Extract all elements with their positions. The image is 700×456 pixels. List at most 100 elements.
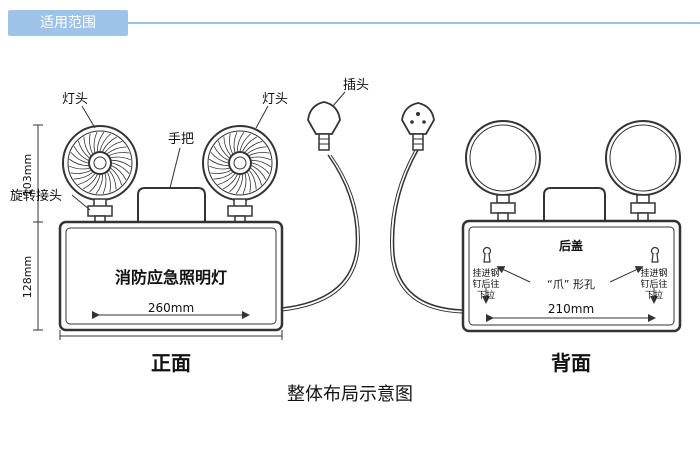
section-header: 适用范围 — [0, 10, 700, 36]
lamp-fan-line — [217, 140, 230, 159]
lamp-fan-line — [102, 136, 118, 152]
back-plug-shape — [401, 102, 435, 135]
lamp-fan-line — [68, 165, 90, 170]
lamp-fan-line — [229, 133, 233, 154]
lamp-fan-line — [242, 173, 247, 195]
hang-note-right-1: 挂进钢 — [640, 267, 667, 279]
lamp-fan-line — [249, 152, 270, 156]
lamp-fan-line — [73, 172, 93, 180]
lamp-fan-line — [247, 146, 267, 154]
lamp-fan-line — [249, 170, 257, 190]
back-cable — [392, 149, 464, 311]
dim-height-bottom: 128mm — [21, 256, 34, 298]
lamp-fan-line — [110, 156, 132, 161]
lamp-fan-line — [250, 156, 272, 161]
lamp-head-right-label: 灯头 — [262, 92, 288, 107]
lamp-fan-line — [69, 158, 89, 167]
keyhole-left-icon — [482, 246, 492, 263]
lamp-fan-line — [77, 173, 96, 186]
lamp-fan-line — [210, 152, 229, 164]
lamp-fan-line — [250, 167, 263, 186]
lamp-fan-line — [107, 146, 127, 154]
lamp-fan-line — [99, 133, 111, 152]
back-body-box — [461, 219, 682, 333]
back-ring-left-shape — [465, 120, 541, 222]
lamp-fan-line — [223, 136, 231, 156]
lamp-fan-line — [111, 165, 127, 181]
lamp-fan-line — [109, 152, 130, 156]
front-body-label: 消防应急照明灯 — [115, 268, 227, 287]
lamp-fan-line — [73, 145, 89, 161]
section-tab-label: 适用范围 — [40, 15, 96, 31]
section-tab: 适用范围 — [8, 10, 128, 36]
front-body-box — [58, 220, 284, 332]
front-plug-shape — [307, 101, 341, 135]
lamp-fan-line — [70, 152, 89, 164]
front-cable — [281, 154, 358, 309]
dim-height-top: 103mm — [21, 154, 34, 196]
lamp-fan-line — [251, 165, 267, 181]
lamp-fan-line — [102, 173, 107, 195]
back-view-label: 背面 — [551, 351, 591, 375]
plug-label: 插头 — [343, 78, 369, 93]
lamp-fan-line — [233, 131, 238, 153]
lamp-fan-line — [251, 162, 270, 174]
lamp-fan-line — [236, 132, 245, 152]
rotary-joint-label: 旋转接头 — [10, 188, 62, 204]
back-view — [390, 102, 682, 333]
lamp-fan-line — [89, 133, 93, 154]
lamp-fan-line — [242, 136, 258, 152]
lamp-fan-line — [111, 162, 130, 174]
diagram-caption: 整体布局示意图 — [287, 384, 413, 405]
back-handle-shape — [543, 187, 606, 222]
lamp-fan-line — [229, 174, 241, 193]
claw-hole-label: “爪” 形孔 — [547, 278, 595, 291]
lamp-fan-line — [96, 132, 105, 152]
lamp-fan-line — [210, 170, 231, 174]
back-dim-width: 210mm — [548, 302, 594, 316]
lamp-fan-line — [83, 136, 91, 156]
front-view — [58, 101, 360, 332]
handle-shape — [137, 187, 206, 222]
handle-label: 手把 — [168, 132, 194, 147]
lamp-fan-line — [244, 140, 263, 153]
rear-cover-label: 后盖 — [559, 238, 583, 253]
lamp-fan-line — [222, 174, 238, 190]
hang-note-right-3: 下拉 — [645, 289, 663, 301]
lamp-fan-line — [95, 174, 104, 194]
lamp-fan-line — [239, 133, 251, 152]
lamp-head-right-shape — [202, 125, 278, 223]
hang-note-left-3: 下拉 — [477, 289, 495, 301]
lamp-fan-line — [70, 170, 91, 174]
lamp-fan-line — [82, 174, 98, 190]
lamp-fan-line — [235, 174, 244, 194]
header-divider — [128, 22, 700, 24]
lamp-fan-line — [93, 131, 98, 153]
lamp-fan-line — [213, 172, 233, 180]
lamp-fan-line — [77, 140, 90, 159]
lamp-fan-line — [208, 165, 230, 170]
lamp-fan-line — [109, 170, 117, 190]
lamp-fan-line — [251, 159, 271, 168]
lamp-fan-line — [89, 174, 101, 193]
front-dimensions — [33, 124, 283, 340]
lamp-fan-line — [213, 145, 229, 161]
lamp-fan-line — [247, 172, 251, 193]
front-view-label: 正面 — [151, 351, 191, 375]
lamp-fan-line — [104, 140, 123, 153]
lamp-fan-line — [107, 172, 111, 193]
lamp-head-left-label: 灯头 — [62, 92, 88, 107]
hang-note-left-1: 挂进钢 — [472, 267, 499, 279]
keyhole-right-icon — [650, 246, 660, 263]
lamp-fan-line — [110, 167, 123, 186]
lamp-fan-line — [111, 159, 131, 168]
lamp-fan-line — [209, 158, 229, 167]
lamp-head-left-shape — [62, 125, 138, 223]
lamp-fan-line — [217, 173, 236, 186]
hang-note-right-2: 钉后往 — [640, 278, 667, 290]
front-dim-width: 260mm — [148, 301, 194, 315]
leader-lines — [71, 91, 346, 211]
hang-note-left-2: 钉后往 — [472, 278, 499, 290]
back-ring-right-shape — [605, 120, 681, 222]
